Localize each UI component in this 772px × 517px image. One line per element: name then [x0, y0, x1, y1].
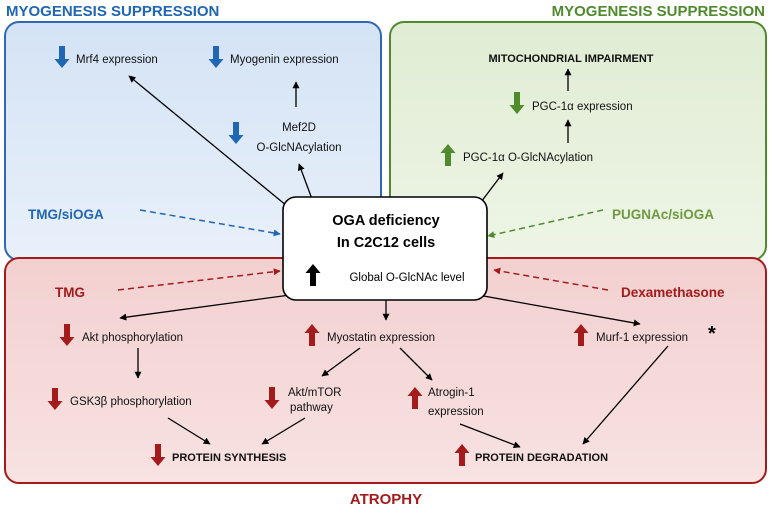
- source-dexamethasone: Dexamethasone: [621, 285, 725, 300]
- arrow-group: [119, 68, 669, 449]
- arrow-center-to-murf: [477, 294, 641, 327]
- arrow-center-to-mrf4: [128, 75, 288, 207]
- node-akt: Akt phosphorylation: [82, 332, 183, 344]
- arrow-atrogin-to-degradation: [459, 423, 521, 449]
- arrow-murf-to-degradation: [582, 345, 669, 445]
- source-tmg-sioga: TMG/siOGA: [28, 207, 104, 222]
- header-atrophy: ATROPHY: [350, 491, 422, 508]
- indicator-up-degradation: [454, 444, 470, 466]
- indicator-down-pgc-expr: [509, 92, 525, 114]
- node-pgc-glc: PGC-1α O-GlcNAcylation: [463, 152, 593, 164]
- indicator-down-aktmtor: [264, 387, 280, 409]
- node-murf: Murf-1 expression: [596, 332, 688, 344]
- node-mef2d-line1: Mef2D: [282, 122, 316, 134]
- arrow-aktmtor-to-synthesis: [261, 417, 306, 445]
- arrow-center-to-akt: [119, 294, 291, 321]
- indicator-up-murf: [573, 324, 589, 346]
- center-title: OGA deficiency: [332, 213, 439, 229]
- arrow-myostatin-to-aktmtor: [321, 347, 361, 377]
- node-pgc-expr: PGC-1α expression: [532, 101, 633, 113]
- source-pugnac-sioga: PUGNAc/siOGA: [612, 207, 714, 222]
- node-myogenin: Myogenin expression: [230, 54, 339, 66]
- header-myogenesis-right: MYOGENESIS SUPPRESSION: [552, 3, 765, 20]
- indicator-up-atrogin: [407, 387, 423, 409]
- header-myogenesis-left: MYOGENESIS SUPPRESSION: [6, 3, 219, 20]
- indicator-down-myogenin: [208, 46, 224, 68]
- indicator-down-mrf4: [54, 46, 70, 68]
- arrow-gsk-to-synthesis: [167, 417, 211, 445]
- center-cells: In C2C12 cells: [337, 235, 435, 251]
- center-box: [282, 196, 488, 301]
- node-gsk: GSK3β phosphorylation: [70, 396, 192, 408]
- indicator-down-synthesis: [150, 444, 166, 466]
- node-atrogin-line2: expression: [428, 406, 484, 418]
- source-tmg: TMG: [55, 285, 85, 300]
- arrow-center-to-mef2d: [297, 163, 313, 200]
- arrow-myostatin-to-atrogin: [399, 347, 433, 381]
- indicator-layer: [47, 46, 589, 466]
- node-atrogin-line1: Atrogin-1: [428, 387, 475, 399]
- node-mrf4: Mrf4 expression: [76, 54, 158, 66]
- node-mito: MITOCHONDRIAL IMPAIRMENT: [489, 53, 654, 65]
- indicator-up-global: [305, 264, 321, 286]
- center-global-level: Global O-GlcNAc level: [349, 272, 464, 284]
- dashed-arrow-tmg: [117, 268, 281, 291]
- dashed-arrow-tmg-sioga: [139, 209, 281, 237]
- node-degradation: PROTEIN DEGRADATION: [475, 452, 608, 464]
- node-murf-mark: *: [708, 323, 716, 345]
- indicator-down-akt: [59, 324, 75, 346]
- indicator-down-mef2d: [228, 122, 244, 144]
- node-aktmtor-line1: Akt/mTOR: [288, 387, 341, 399]
- node-aktmtor-line2: pathway: [290, 402, 333, 414]
- node-synthesis: PROTEIN SYNTHESIS: [172, 452, 286, 464]
- node-myostatin: Myostatin expression: [327, 332, 435, 344]
- indicator-up-pgc-glc: [440, 144, 456, 166]
- node-mef2d-line2: O-GlcNAcylation: [257, 142, 342, 154]
- indicator-up-myostatin: [304, 324, 320, 346]
- indicator-down-gsk: [47, 388, 63, 410]
